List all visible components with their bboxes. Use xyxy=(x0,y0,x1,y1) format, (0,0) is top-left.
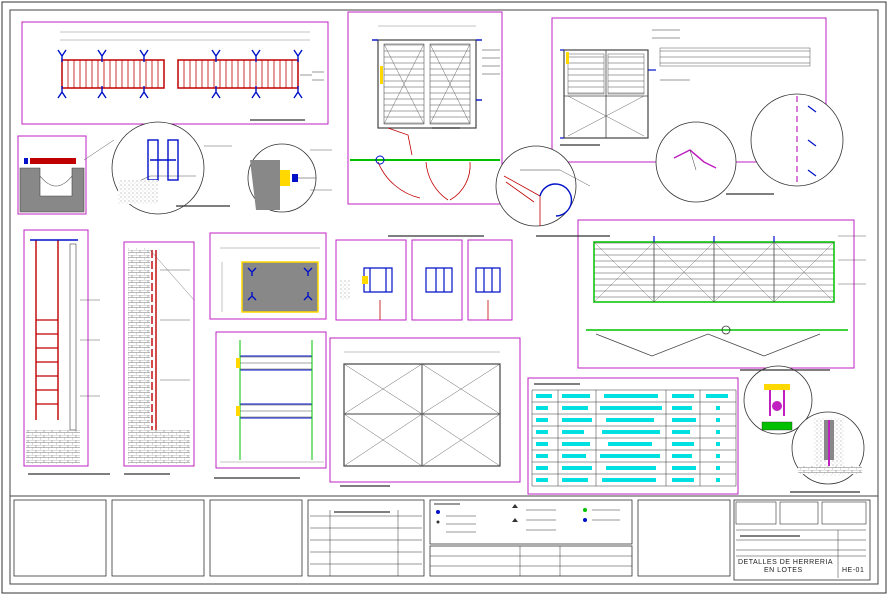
sheet-number: HE-01 xyxy=(842,567,865,574)
retaining-wall-section-detail xyxy=(17,135,115,215)
railing-elevation-detail xyxy=(21,21,329,125)
revision-table xyxy=(310,510,422,576)
sheet-title-line-2: EN LOTES xyxy=(764,567,803,574)
post-sections-detail xyxy=(335,235,513,321)
legend-symbols xyxy=(434,503,620,533)
ladder-elevation-detail xyxy=(23,229,110,475)
sheet-title-line-1: DETALLES DE HERRERIA xyxy=(738,559,834,566)
wall-anchor-section-detail xyxy=(123,241,195,475)
sheet-inner-border xyxy=(9,9,879,585)
hinge-enlargement-detail xyxy=(247,143,332,213)
roller-detail xyxy=(740,365,830,435)
notes-panels xyxy=(13,499,871,581)
beam-elevation-detail xyxy=(214,331,327,479)
project-info-table xyxy=(430,546,632,576)
door-hinge-detail xyxy=(495,145,591,227)
finishes-schedule-table xyxy=(527,377,739,495)
title-block xyxy=(735,501,867,578)
anchor-bolt-section-detail xyxy=(790,411,865,493)
base-plate-plan-detail xyxy=(209,232,327,320)
pivot-connection-detail xyxy=(111,121,232,215)
hinged-gate-elevation-detail xyxy=(551,17,844,203)
cover-plate-plan-detail xyxy=(329,337,521,487)
sliding-gate-elevation-detail xyxy=(347,11,503,205)
gate-slat-elevation-detail xyxy=(536,219,866,369)
